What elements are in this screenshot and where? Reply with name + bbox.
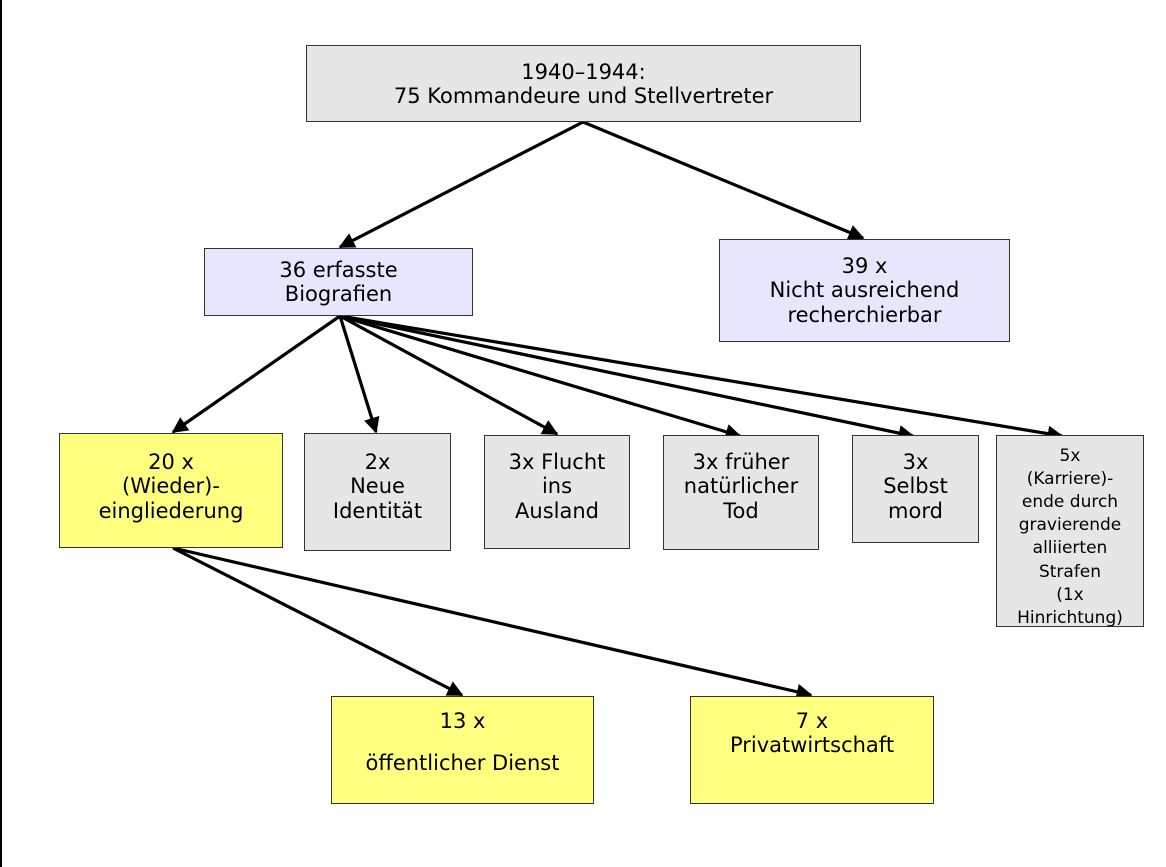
arrow-recorded-to-natural-death bbox=[339, 314, 742, 440]
node-reintegration: 20 x (Wieder)- eingliederung bbox=[59, 433, 283, 548]
node-allied-line-6: Strafen bbox=[1038, 561, 1102, 582]
node-private-sector: 7 x Privatwirtschaft bbox=[690, 696, 934, 804]
node-root-line-2: 75 Kommandeure und Stellvertreter bbox=[393, 84, 774, 109]
node-suicide: 3x Selbst mord bbox=[852, 435, 979, 543]
node-root: 1940–1944: 75 Kommandeure und Stellvertr… bbox=[306, 45, 861, 122]
node-public-service-line-1: 13 x bbox=[439, 709, 486, 733]
node-new-identity: 2x Neue Identität bbox=[304, 433, 451, 551]
node-allied-line-1: 5x bbox=[1059, 446, 1081, 466]
node-reintegration-line-3: eingliederung bbox=[98, 498, 244, 523]
arrow-recorded-to-flight bbox=[339, 314, 559, 436]
arrow-recorded-to-allied-penalties bbox=[339, 314, 1064, 442]
node-natural-death-line-3: Tod bbox=[723, 498, 759, 523]
node-suicide-line-3: mord bbox=[888, 498, 943, 523]
node-suicide-line-2: Selbst bbox=[883, 474, 948, 499]
node-flight-line-1: 3x Flucht bbox=[508, 450, 606, 474]
arrow-root-to-recorded bbox=[338, 120, 584, 249]
node-not-researchable-line-2: Nicht ausreichend bbox=[769, 278, 960, 303]
node-not-researchable-line-1: 39 x bbox=[841, 254, 888, 278]
node-allied-line-2: (Karriere)- bbox=[1026, 469, 1114, 490]
node-new-identity-line-3: Identität bbox=[332, 498, 423, 523]
node-allied-penalties: 5x (Karriere)- ende durch gravierende al… bbox=[996, 435, 1144, 628]
node-reintegration-line-1: 20 x bbox=[148, 450, 194, 474]
node-natural-death-line-2: natürlicher bbox=[683, 474, 799, 499]
node-allied-line-5: alliierten bbox=[1032, 538, 1108, 559]
node-natural-death-line-1: 3x früher bbox=[692, 450, 790, 474]
node-allied-line-3: ende durch bbox=[1021, 492, 1119, 513]
arrow-recorded-to-reintegration bbox=[171, 314, 341, 434]
node-flight-line-3: Ausland bbox=[515, 498, 599, 523]
node-new-identity-line-2: Neue bbox=[350, 474, 405, 499]
node-reintegration-line-2: (Wieder)- bbox=[122, 474, 220, 499]
arrow-recorded-to-new-identity bbox=[338, 315, 380, 434]
node-public-service-line-2: öffentlicher Dienst bbox=[365, 751, 560, 776]
node-flight-abroad: 3x Flucht ins Ausland bbox=[484, 435, 630, 549]
arrow-reintegration-to-private-sector bbox=[172, 546, 813, 700]
node-private-sector-line-2: Privatwirtschaft bbox=[729, 733, 895, 758]
node-allied-line-7: (1x bbox=[1056, 584, 1084, 605]
left-border-line bbox=[0, 0, 2, 867]
node-allied-line-4: gravierende bbox=[1018, 515, 1122, 536]
node-natural-death: 3x früher natürlicher Tod bbox=[663, 435, 819, 550]
arrow-reintegration-to-public-service bbox=[172, 546, 464, 697]
node-recorded-line-2: Biografien bbox=[284, 282, 393, 307]
node-allied-line-8: Hinrichtung) bbox=[1017, 607, 1123, 628]
node-private-sector-line-1: 7 x bbox=[795, 709, 829, 733]
node-not-researchable-line-3: recherchierbar bbox=[787, 302, 942, 327]
node-public-service: 13 x öffentlicher Dienst bbox=[331, 696, 594, 804]
node-flight-line-2: ins bbox=[541, 474, 573, 499]
node-recorded-line-1: 36 erfasste bbox=[279, 258, 398, 282]
arrow-recorded-to-suicide bbox=[339, 314, 915, 441]
node-recorded-biographies: 36 erfasste Biografien bbox=[204, 248, 473, 316]
arrow-root-to-not-researchable bbox=[582, 120, 865, 240]
node-new-identity-line-1: 2x bbox=[364, 450, 391, 474]
node-not-researchable: 39 x Nicht ausreichend recherchierbar bbox=[719, 239, 1010, 342]
node-root-line-1: 1940–1944: bbox=[521, 60, 646, 84]
node-suicide-line-1: 3x bbox=[902, 450, 929, 474]
